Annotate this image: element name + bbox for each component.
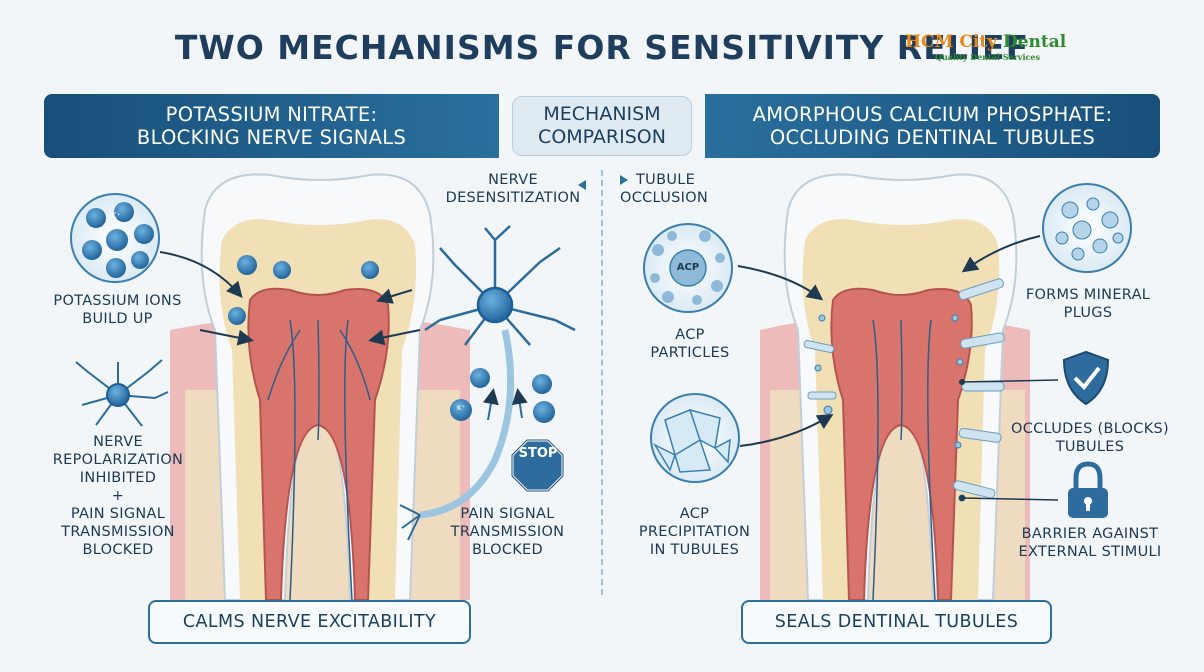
banner-left-line2: BLOCKING NERVE SIGNALS (136, 126, 407, 149)
potassium-label-line2: BUILD UP (82, 311, 153, 327)
neuron-illustration (399, 225, 576, 541)
nerve-cell-icon (75, 359, 169, 427)
pain-signal-line2: TRANSMISSION (450, 524, 565, 540)
pain-signal-line1: PAIN SIGNAL (460, 506, 555, 522)
brand-name-a: HCM City (905, 32, 998, 52)
brand-tagline: Quality Dental Services (935, 52, 1040, 62)
mineral-plugs-label: FORMS MINERAL PLUGS (1008, 286, 1168, 322)
chevron-right-icon: › (705, 110, 716, 140)
right-pulp (830, 287, 973, 601)
summary-calms-nerve: CALMS NERVE EXCITABILITY (148, 600, 471, 644)
nerve-label-line6: TRANSMISSION (61, 524, 175, 540)
nerve-label-line4: + (111, 488, 125, 504)
left-arrow-4 (368, 329, 421, 346)
marker-left-triangle (578, 180, 586, 190)
ion-label-k: K⁺ (111, 211, 121, 220)
acp-particles-label: ACP PARTICLES (640, 326, 740, 362)
left-nerve-lines (267, 319, 371, 601)
right-tooth-illustration (760, 173, 1030, 601)
left-arrow-3 (376, 288, 413, 304)
mineral-plugs-icon (1042, 183, 1132, 273)
marker-right-triangle (620, 175, 628, 185)
page-title: TWO MECHANISMS FOR SENSITIVITY RELIEF (174, 28, 1030, 67)
nerve-repolarization-label: NERVE REPOLARIZATION INHIBITED + PAIN SI… (28, 433, 208, 559)
banner-right-line2: OCCLUDING DENTINAL TUBULES (769, 126, 1096, 149)
desensitization-line2: DESENSITIZATION (445, 190, 581, 206)
left-tooth-ions (228, 255, 379, 325)
pain-signal-label: PAIN SIGNAL TRANSMISSION BLOCKED (440, 505, 575, 559)
acp-precipitation-label: ACP PRECIPITATION IN TUBULES (622, 505, 767, 559)
acp-crystal-icon (650, 393, 740, 483)
center-divider (601, 170, 603, 595)
shield-check-icon (1062, 350, 1110, 406)
acp-particles-line2: PARTICLES (650, 345, 730, 361)
nerve-label-line3: INHIBITED (79, 470, 157, 486)
banner-mid-line1: MECHANISM (543, 103, 661, 125)
tubule-occlusion-label: TUBULE OCCLUSION (620, 171, 720, 207)
potassium-label-line1: POTASSIUM IONS (53, 293, 182, 309)
occludes-line1: OCCLUDES (BLOCKS) (1011, 421, 1169, 437)
tubule-occlusion-line2: OCCLUSION (620, 190, 709, 206)
arrow-mineral-plugs (961, 235, 1041, 273)
right-nerve-lines (872, 319, 936, 601)
arrow-acp-particles (737, 265, 824, 301)
dot-barrier (959, 495, 965, 501)
brand-name-b: Dental (997, 32, 1067, 52)
acp-precip-line2: PRECIPITATION (638, 524, 751, 540)
desensitization-line1: NERVE (488, 172, 538, 188)
barrier-line2: EXTERNAL STIMULI (1018, 544, 1162, 560)
acp-precip-line1: ACP (679, 506, 710, 522)
left-pulp (247, 287, 390, 601)
dot-occludes (959, 379, 965, 385)
potassium-ion-cluster-icon (70, 193, 160, 283)
tubule-occlusion-line1: TUBULE (636, 172, 696, 188)
pain-signal-line3: BLOCKED (472, 542, 543, 558)
banner-potassium-nitrate: POTASSIUM NITRATE:BLOCKING NERVE SIGNALS (44, 94, 499, 158)
line-occludes (961, 379, 1059, 383)
left-arrow-2 (199, 329, 254, 346)
stop-sign-icon (510, 438, 565, 493)
nerve-desensitization-label: NERVE DESENSITIZATION (438, 171, 588, 207)
left-arrow-ions (159, 251, 243, 299)
summary-seals-tubules: SEALS DENTINAL TUBULES (741, 600, 1052, 644)
acp-badge-text: ACP (676, 262, 700, 273)
left-tooth-illustration (159, 173, 470, 601)
nerve-label-line1: NERVE (93, 434, 143, 450)
acp-particles-icon (643, 223, 733, 313)
tubule-plugs (803, 278, 1005, 499)
arrow-acp-precip (739, 413, 834, 447)
occludes-line2: TUBULES (1055, 439, 1125, 455)
potassium-ions-label: POTASSIUM IONS BUILD UP (30, 292, 205, 328)
banner-left-line1: POTASSIUM NITRATE: (165, 103, 378, 126)
lock-icon (1068, 461, 1108, 518)
neuron-ions (450, 368, 555, 423)
banner-right-line1: AMORPHOUS CALCIUM PHOSPHATE: (752, 103, 1113, 126)
brand-logo: HCM City Dental Quality Dental Services (905, 32, 1105, 62)
barrier-line1: BARRIER AGAINST (1021, 526, 1159, 542)
barrier-label: BARRIER AGAINST EXTERNAL STIMULI (1000, 525, 1180, 561)
nerve-label-line7: BLOCKED (82, 542, 154, 558)
nerve-label-line5: PAIN SIGNAL (70, 506, 166, 522)
chevron-left-icon: ‹ (488, 110, 499, 140)
stop-sign-text: STOP (518, 446, 558, 461)
acp-particles-line1: ACP (675, 327, 705, 343)
mineral-line1: FORMS MINERAL (1025, 287, 1151, 303)
nerve-label-line2: REPOLARIZATION (52, 452, 184, 468)
occludes-tubules-label: OCCLUDES (BLOCKS) TUBULES (1000, 420, 1180, 456)
banner-mid-line2: COMPARISON (538, 126, 666, 148)
ion-label-k-2: K⁺ (456, 404, 466, 412)
line-barrier (961, 497, 1059, 501)
acp-precip-line3: IN TUBULES (649, 542, 740, 558)
mineral-line2: PLUGS (1063, 305, 1113, 321)
banner-acp: AMORPHOUS CALCIUM PHOSPHATE:OCCLUDING DE… (705, 94, 1160, 158)
